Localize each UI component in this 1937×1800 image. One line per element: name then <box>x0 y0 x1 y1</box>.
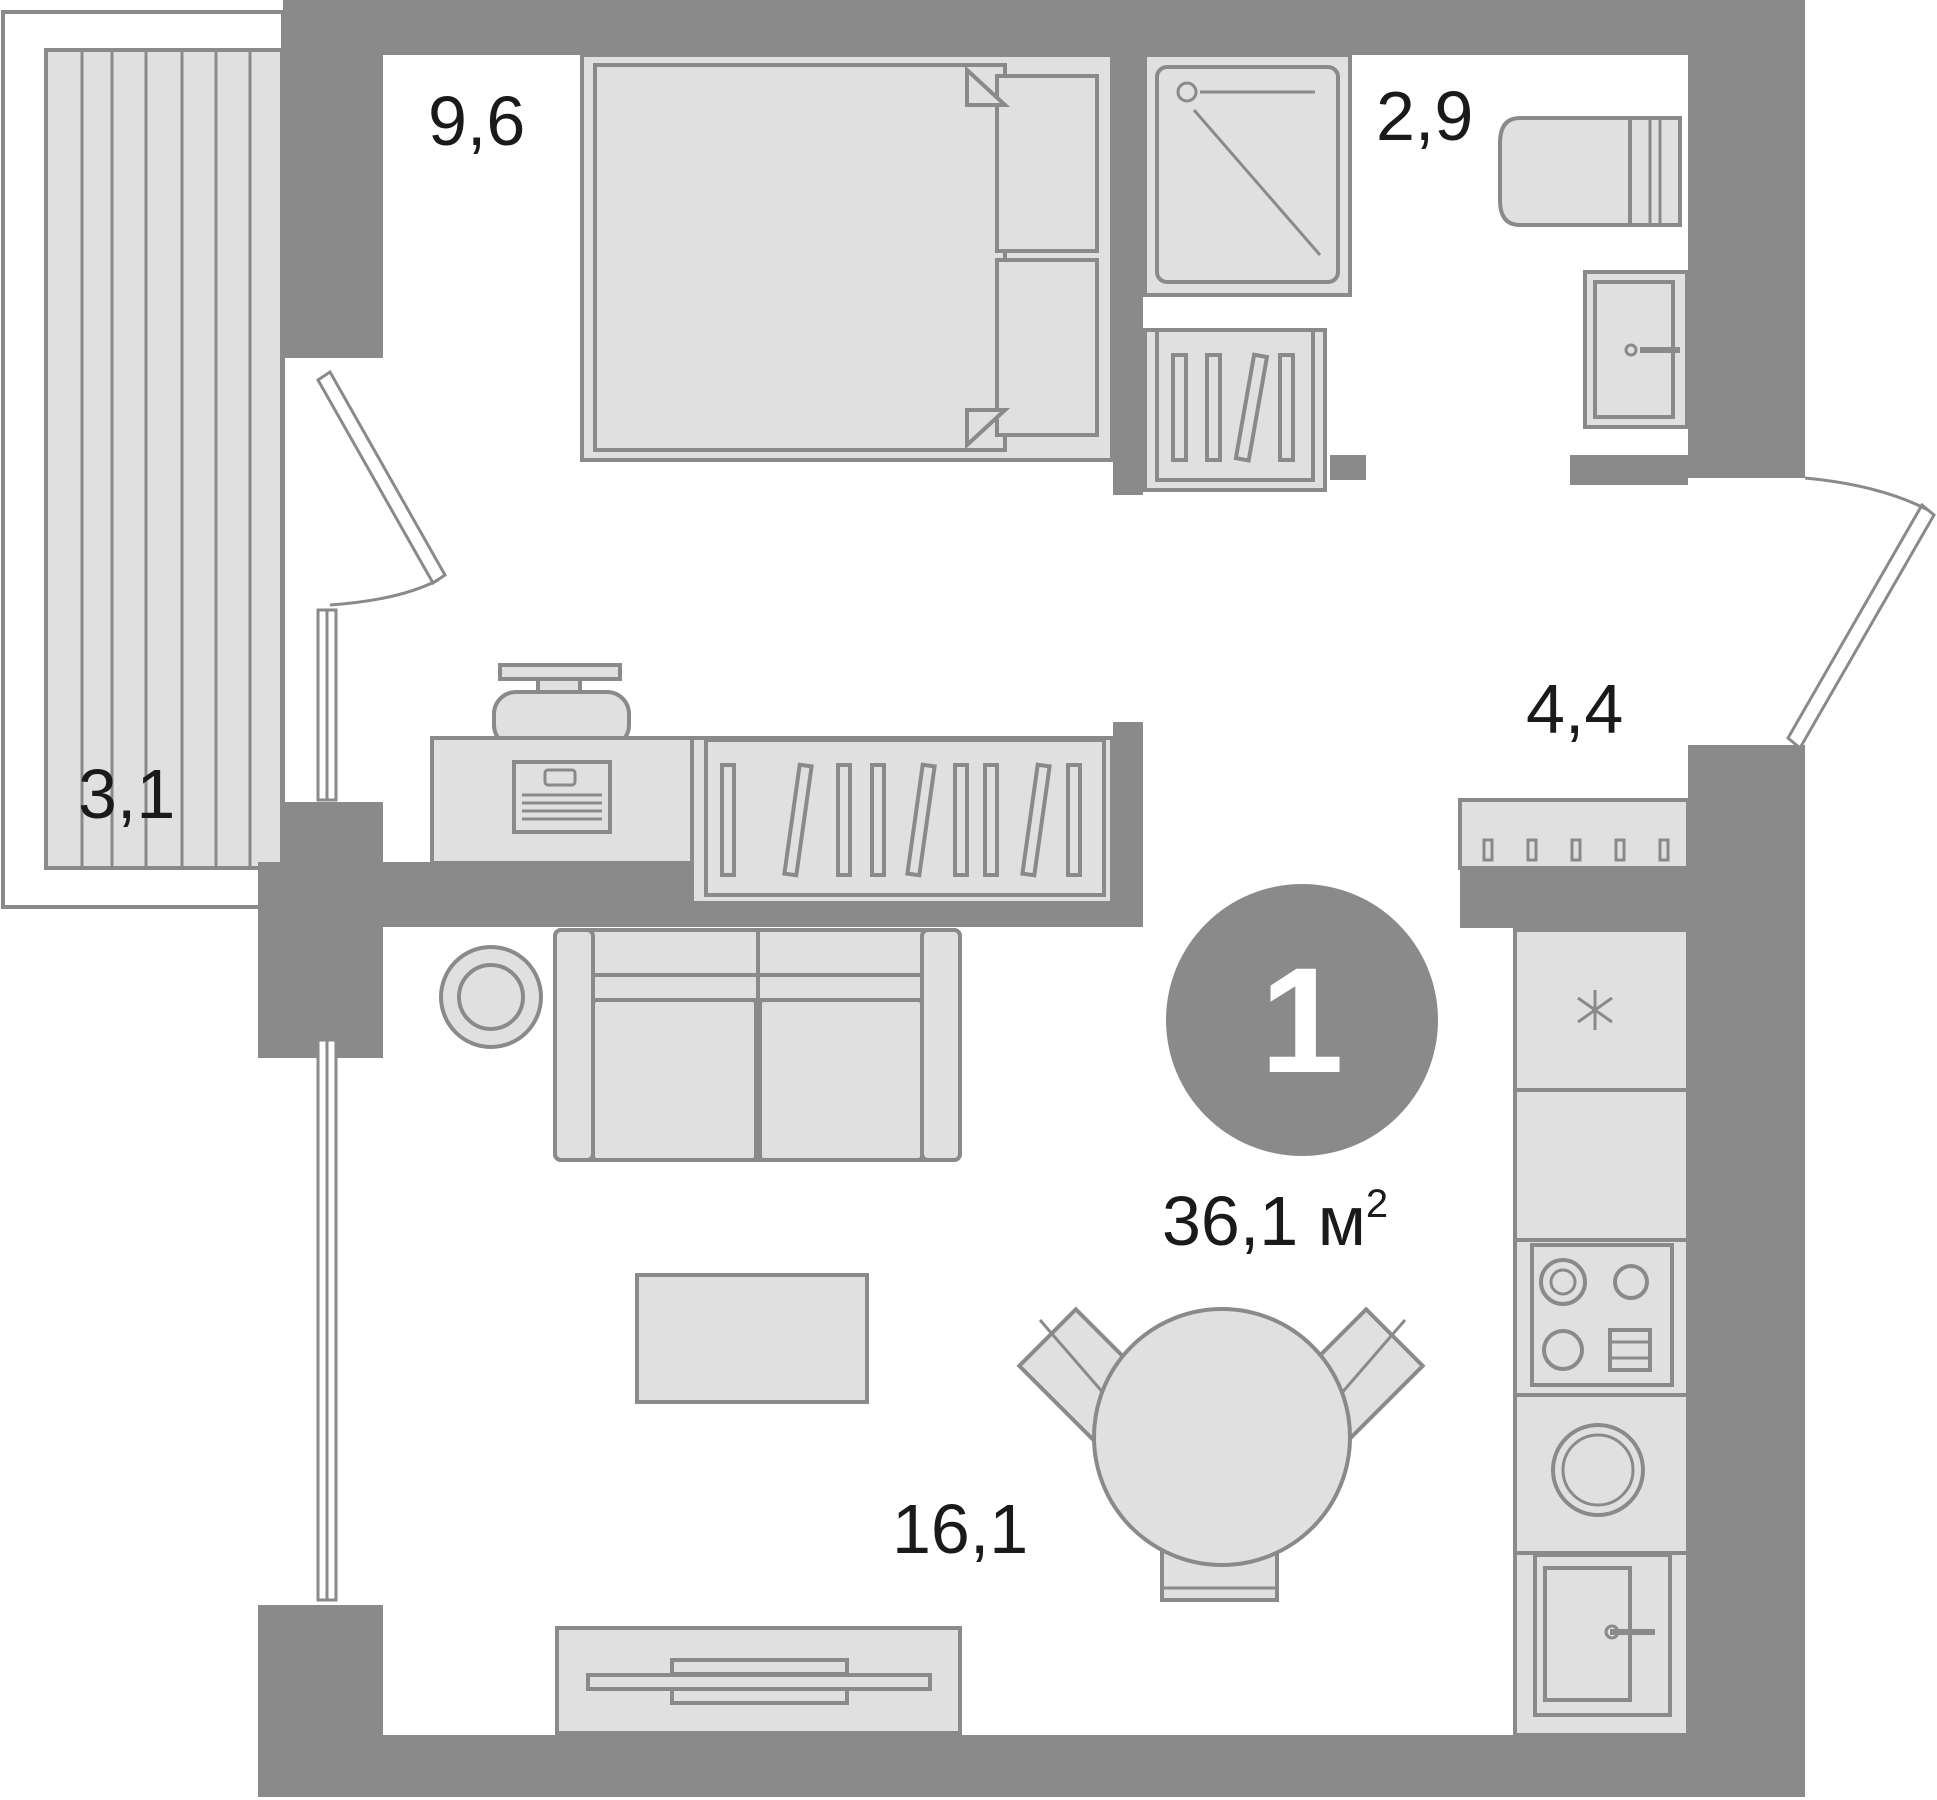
balcony <box>1 10 285 909</box>
room-labels: 9,6 2,9 4,4 3,1 16,1 36,1 м2 <box>78 77 1623 1568</box>
hallway-area-label: 4,4 <box>1526 670 1623 748</box>
round-side-table <box>439 945 543 1049</box>
coat-rack <box>1458 798 1690 870</box>
total-area-value: 36,1 м <box>1162 1182 1366 1260</box>
living-area-label: 16,1 <box>892 1490 1028 1568</box>
toilet <box>1498 116 1682 227</box>
balcony-area-label: 3,1 <box>78 755 175 833</box>
snowflake-icon <box>1577 990 1613 1030</box>
kitchen-counter <box>1513 928 1690 1737</box>
balcony-door <box>316 369 447 607</box>
desk <box>430 663 694 865</box>
bathroom-sink <box>1583 270 1689 429</box>
entrance-door <box>1786 476 1936 751</box>
total-area-unit-superscript: 2 <box>1366 1182 1388 1226</box>
wardrobe-large <box>690 736 1114 905</box>
total-area-label: 36,1 м2 <box>1162 1182 1388 1260</box>
rooms-count-number: 1 <box>1260 936 1343 1104</box>
wardrobe-small <box>1143 328 1327 492</box>
shower-cabin <box>1143 53 1352 297</box>
bed <box>580 53 1114 462</box>
bathroom-area-label: 2,9 <box>1376 77 1473 155</box>
tv-stand <box>555 1626 962 1735</box>
balcony-deck-lines <box>80 50 252 868</box>
bedroom-area-label: 9,6 <box>428 82 525 160</box>
coffee-table <box>635 1273 869 1404</box>
sofa <box>553 928 962 1162</box>
dining-table <box>1016 1306 1426 1602</box>
windows <box>316 608 338 1602</box>
rooms-count-badge: 1 <box>1166 884 1438 1156</box>
